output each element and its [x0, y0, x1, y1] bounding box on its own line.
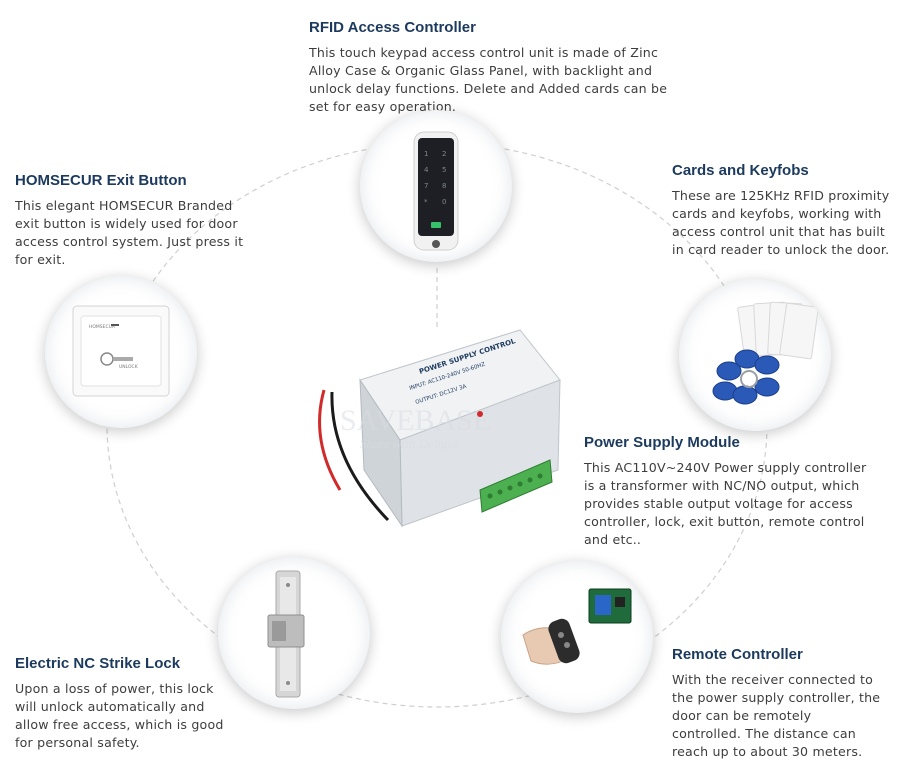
rfid-title: RFID Access Controller — [309, 19, 476, 36]
exit-button-description: This elegant HOMSECUR Branded exit butto… — [15, 198, 244, 267]
power-supply-icon: POWER SUPPLY CONTROL INPUT: AC110-240V 5… — [318, 329, 561, 528]
svg-text:8: 8 — [442, 182, 446, 190]
cards-description: These are 125KHz RFID proximity cards an… — [672, 188, 890, 257]
rfid-circle: 1 2 4 5 7 8 * 0 — [360, 110, 512, 262]
svg-text:2: 2 — [442, 150, 446, 158]
remote-icon — [522, 588, 632, 665]
exit-button-brand: HOMSECUR — [89, 324, 115, 330]
exit-button-circle: HOMSECUR UNLOCK — [45, 276, 197, 428]
cards-circle — [679, 279, 831, 431]
power-supply-unit: POWER SUPPLY CONTROL INPUT: AC110-240V 5… — [300, 320, 570, 530]
exit-button-label: UNLOCK — [119, 364, 139, 370]
svg-text:5: 5 — [442, 166, 446, 174]
keyfob-icon — [712, 301, 819, 405]
remote-circle — [501, 561, 653, 713]
exit-button-title: HOMSECUR Exit Button — [15, 172, 187, 189]
exit-button-section: HOMSECUR Exit Button This elegant HOMSEC… — [15, 172, 245, 269]
svg-text:0: 0 — [442, 198, 446, 206]
strike-lock-circle — [218, 557, 370, 709]
strike-lock-icon — [267, 570, 305, 698]
remote-description: With the receiver connected to the power… — [672, 672, 881, 759]
exit-button-icon: HOMSECUR UNLOCK — [72, 305, 170, 397]
svg-text:4: 4 — [424, 166, 429, 174]
power-section: Power Supply Module This AC110V~240V Pow… — [584, 434, 874, 549]
remote-title: Remote Controller — [672, 646, 803, 663]
cards-section: Cards and Keyfobs These are 125KHz RFID … — [672, 162, 892, 259]
svg-text:*: * — [424, 198, 428, 206]
svg-text:1: 1 — [424, 150, 428, 158]
power-title: Power Supply Module — [584, 434, 740, 451]
keypad-icon: 1 2 4 5 7 8 * 0 — [413, 131, 459, 251]
strike-lock-description: Upon a loss of power, this lock will unl… — [15, 681, 224, 750]
terminal-block — [479, 459, 553, 513]
watermark-brand: SAVEBASE — [340, 404, 491, 437]
rfid-section: RFID Access Controller This touch keypad… — [309, 19, 669, 116]
strike-lock-title: Electric NC Strike Lock — [15, 655, 181, 672]
strike-lock-section: Electric NC Strike Lock Upon a loss of p… — [15, 655, 225, 752]
svg-text:7: 7 — [424, 182, 428, 190]
power-description: This AC110V~240V Power supply controller… — [584, 460, 867, 547]
watermark-tagline: Share with Delight — [360, 436, 458, 451]
cards-title: Cards and Keyfobs — [672, 162, 809, 179]
remote-section: Remote Controller With the receiver conn… — [672, 646, 882, 761]
rfid-description: This touch keypad access control unit is… — [309, 45, 668, 114]
